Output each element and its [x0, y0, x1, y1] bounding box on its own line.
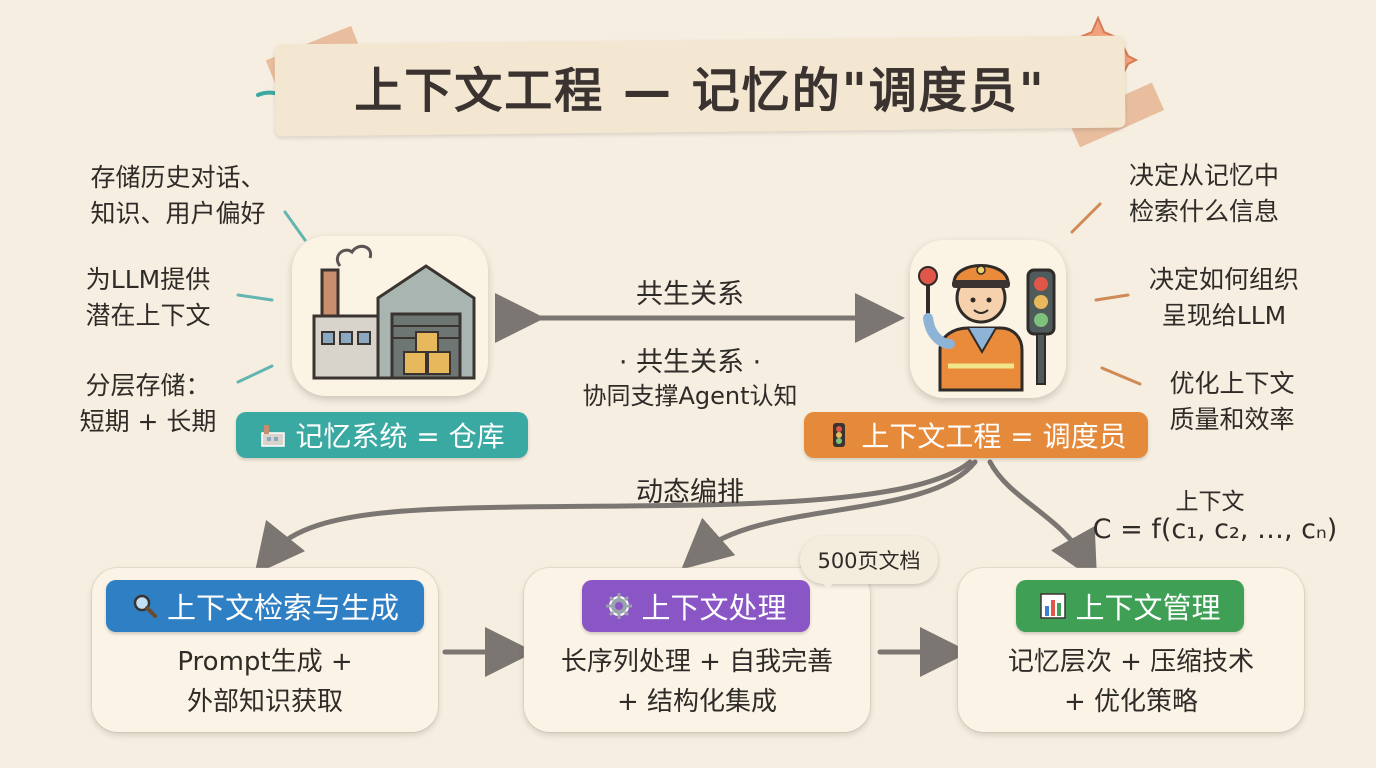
note-line-text: 潜在上下文: [85, 301, 211, 330]
note-line-text: 呈现给LLM: [1161, 301, 1287, 330]
gear-icon: [606, 593, 633, 619]
note-line: [283, 210, 307, 242]
engineer-note-1: 决定从记忆中 检索什么信息: [1104, 158, 1304, 230]
context-formula: C = f(c₁, c₂, …, cₙ): [1092, 514, 1338, 545]
orchestration-label: 动态编排: [636, 477, 744, 508]
orchestration-arrow-left: [254, 459, 973, 575]
note-line-text: 决定从记忆中: [1128, 161, 1279, 190]
note-line-text: 短期 + 长期: [79, 407, 217, 436]
note-line-text: 决定如何组织: [1148, 265, 1299, 294]
management-card-title: 上下文管理: [1016, 580, 1244, 632]
context-engineering-label: 上下文工程 = 调度员: [861, 420, 1127, 453]
warehouse-icon: [312, 244, 476, 380]
orchestration-arrow-right: [987, 459, 1098, 582]
note-line-text: 检索什么信息: [1128, 197, 1279, 226]
note-line-text: 知识、用户偏好: [90, 199, 266, 228]
bar-chart-icon: [1040, 593, 1067, 619]
note-line-text: 质量和效率: [1169, 405, 1295, 434]
note-line-text: 优化上下文: [1169, 369, 1295, 398]
magnifier-icon: [133, 594, 157, 618]
document-bubble-text: 500页文档: [817, 549, 921, 573]
processing-card-title-text: 上下文处理: [641, 591, 787, 625]
memory-note-1: 存储历史对话、 知识、用户偏好: [68, 160, 288, 232]
card-line: 记忆层次 + 压缩技术: [1007, 647, 1255, 677]
engineer-note-3: 优化上下文 质量和效率: [1146, 366, 1318, 438]
note-line: [236, 364, 274, 384]
factory-icon: [261, 425, 286, 447]
note-line: [1094, 293, 1130, 302]
memory-system-pill: 记忆系统 = 仓库: [236, 412, 528, 458]
processing-card-title: 上下文处理: [582, 580, 810, 632]
warehouse-sticker: [292, 236, 488, 396]
note-line-text: 存储历史对话、: [90, 163, 266, 192]
dispatcher-sticker: [910, 240, 1066, 398]
card-line: + 结构化集成: [616, 687, 778, 717]
note-line-text: 分层存储：: [85, 371, 211, 400]
orchestration-arrow-mid: [681, 459, 978, 570]
memory-note-3: 分层存储： 短期 + 长期: [60, 368, 236, 440]
memory-note-2: 为LLM提供 潜在上下文: [60, 262, 236, 334]
dispatcher-icon: [918, 264, 1056, 392]
management-card-body: 记忆层次 + 压缩技术 + 优化策略: [958, 642, 1304, 722]
note-line: [236, 293, 274, 302]
retrieval-card-title: 上下文检索与生成: [106, 580, 424, 632]
management-card-title-text: 上下文管理: [1075, 591, 1221, 625]
symbiosis-caption: 协同支撑Agent认知: [582, 382, 798, 410]
retrieval-card-body: Prompt生成 + 外部知识获取: [92, 642, 438, 722]
card-line: + 优化策略: [1063, 687, 1199, 717]
formula-label: 上下文: [1175, 489, 1245, 515]
symbiosis-label: 共生关系: [636, 279, 744, 310]
note-line: [1100, 366, 1142, 386]
card-line: 长序列处理 + 自我完善: [560, 647, 834, 677]
note-line-text: 为LLM提供: [85, 265, 211, 294]
context-engineering-pill: 上下文工程 = 调度员: [804, 412, 1148, 458]
symbiosis-middle-label: · 共生关系 ·: [618, 347, 762, 378]
card-line: Prompt生成 +: [177, 647, 353, 677]
memory-system-label: 记忆系统 = 仓库: [295, 420, 505, 453]
processing-card-body: 长序列处理 + 自我完善 + 结构化集成: [524, 642, 870, 722]
note-line: [1070, 202, 1102, 234]
retrieval-card-title-text: 上下文检索与生成: [166, 591, 399, 625]
traffic-light-icon: [833, 423, 846, 447]
bubble-tail: [818, 576, 838, 590]
document-bubble: 500页文档: [800, 536, 938, 584]
engineer-note-2: 决定如何组织 呈现给LLM: [1126, 262, 1322, 334]
card-line: 外部知识获取: [186, 687, 343, 717]
page-title: 上下文工程 — 记忆的"调度员": [354, 63, 1046, 119]
